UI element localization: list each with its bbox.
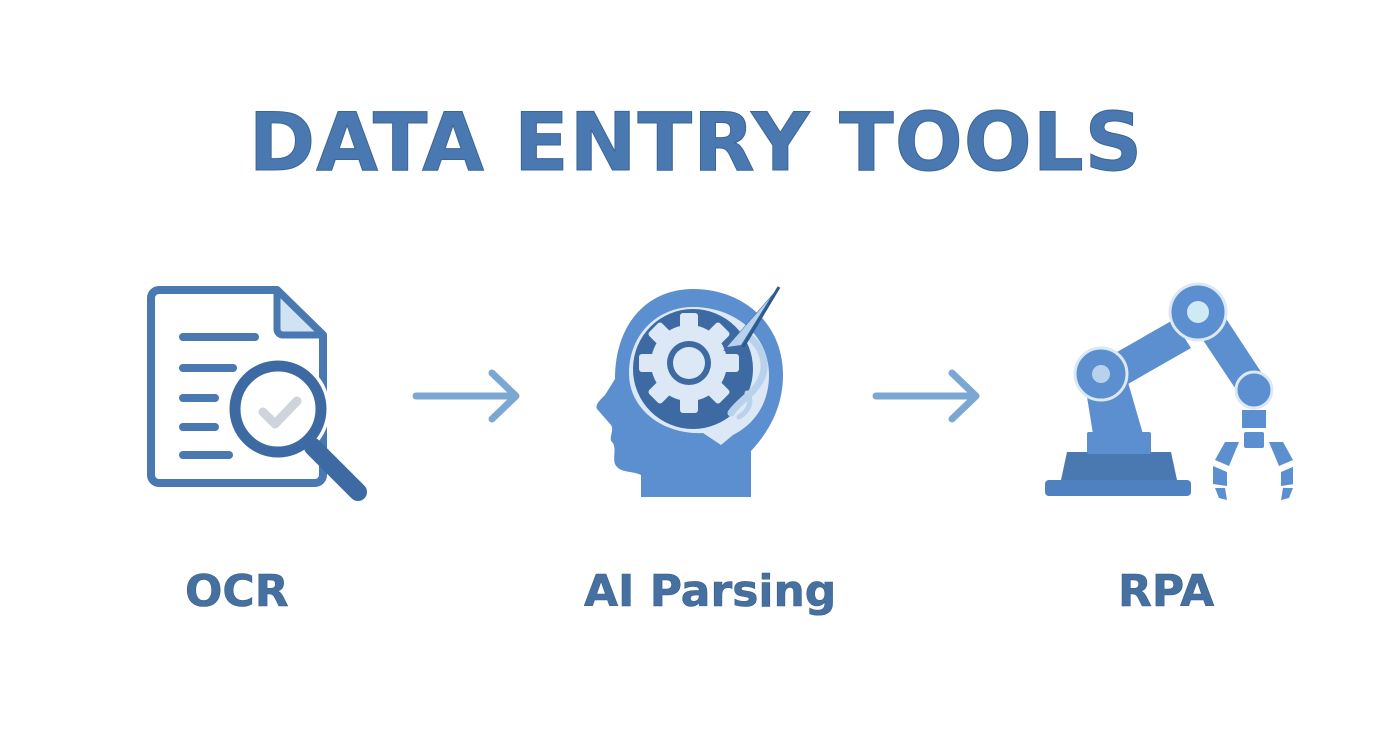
document-magnifier-icon [147,286,367,501]
step-label-ocr: OCR [185,566,289,617]
head-gear-icon [596,286,783,497]
diagram-title: DATA ENTRY TOOLS [248,96,1144,189]
arrow-right-icon [872,369,980,423]
robot-arm-icon [1045,282,1293,500]
step-label-rpa: RPA [1118,566,1215,617]
step-label-ai-parsing: AI Parsing [584,566,837,617]
arrow-right-icon [412,369,520,423]
